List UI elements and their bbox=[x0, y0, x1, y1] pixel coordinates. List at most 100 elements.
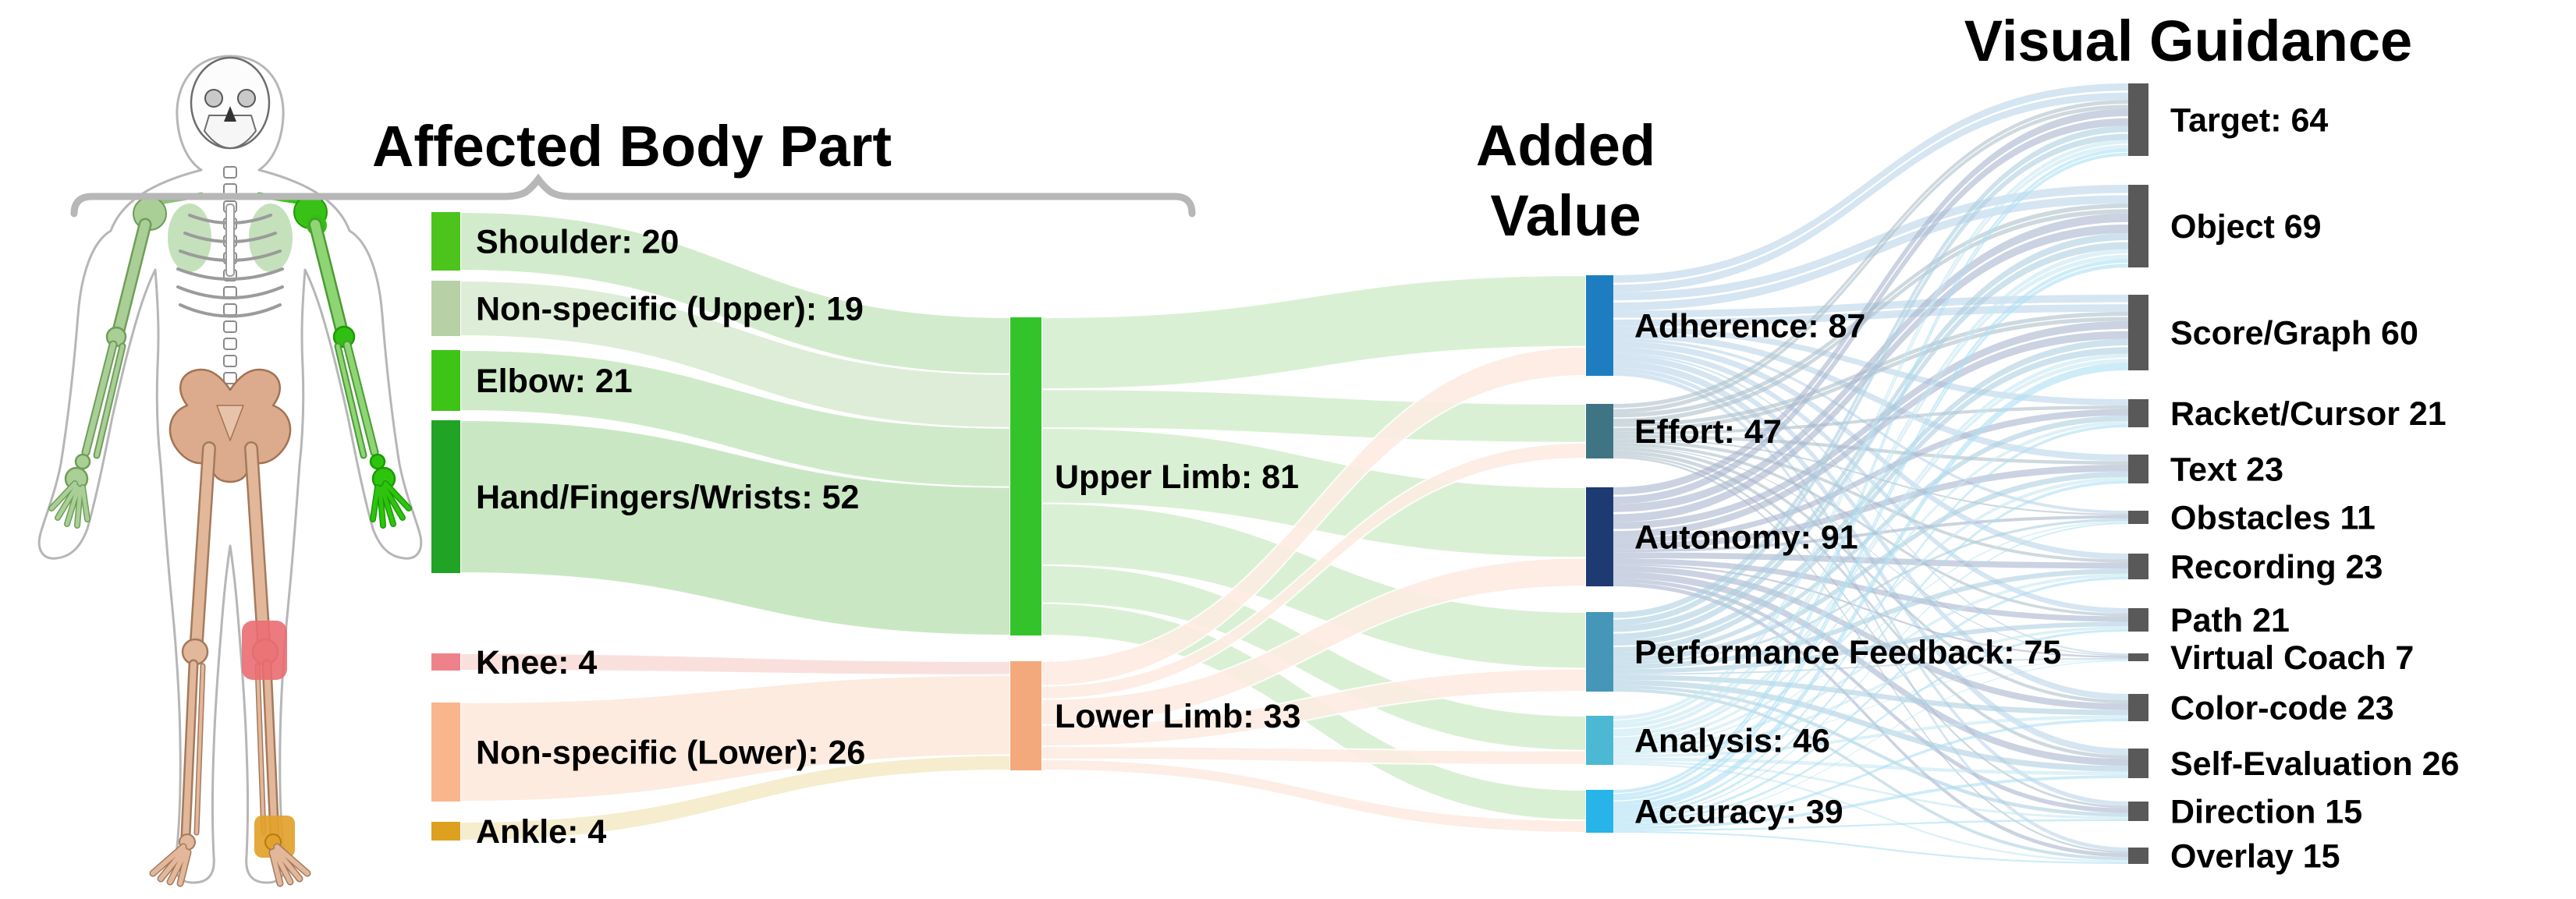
flow-effort-to-color_code bbox=[1613, 447, 2128, 704]
node-text-label: Text 23 bbox=[2170, 451, 2283, 489]
node-autonomy-bar bbox=[1586, 487, 1613, 586]
right-arm-bones bbox=[308, 218, 412, 529]
flow-accuracy-to-color_code bbox=[1613, 718, 2128, 826]
flow-analysis-to-path bbox=[1613, 626, 2128, 754]
flow-accuracy-to-direction bbox=[1613, 819, 2128, 831]
flow-adherence-to-text bbox=[1613, 332, 2128, 462]
chest-tint-left bbox=[168, 204, 211, 272]
node-text-bar bbox=[2128, 455, 2148, 483]
flow-accuracy-to-object bbox=[1613, 259, 2128, 801]
flow-autonomy-to-color_code bbox=[1613, 565, 2128, 710]
node-analysis-label: Analysis: 46 bbox=[1634, 723, 1830, 760]
flow-perf_feedback-to-direction bbox=[1613, 685, 2128, 817]
node-racket_cursor-label: Racket/Cursor 21 bbox=[2170, 395, 2446, 433]
node-ns_lower-label: Non-specific (Lower): 26 bbox=[476, 734, 865, 772]
flow-accuracy-to-target bbox=[1613, 152, 2128, 798]
flow-effort-to-target bbox=[1613, 100, 2128, 409]
flow-analysis-to-racket_cursor bbox=[1613, 421, 2128, 744]
flow-accuracy-to-virtual_coach bbox=[1613, 660, 2128, 824]
node-virtual_coach-bar bbox=[2128, 653, 2148, 661]
flow-perf_feedback-to-virtual_coach bbox=[1613, 657, 2128, 675]
node-analysis-bar bbox=[1586, 716, 1613, 765]
sacrum bbox=[216, 405, 244, 441]
flow-analysis-to-target bbox=[1613, 140, 2128, 720]
flows-limb-to-value bbox=[1041, 274, 1587, 834]
flow-accuracy-to-racket_cursor bbox=[1613, 424, 2128, 815]
node-object-label: Object 69 bbox=[2170, 208, 2322, 246]
flow-accuracy-to-object bbox=[1613, 264, 2128, 805]
node-score_graph-label: Score/Graph 60 bbox=[2170, 315, 2418, 352]
flow-autonomy-to-text bbox=[1613, 464, 2128, 550]
flow-autonomy-to-object bbox=[1613, 213, 2128, 512]
flow-accuracy-to-overlay bbox=[1613, 830, 2128, 864]
title-visual-guidance: Visual Guidance bbox=[1964, 9, 2412, 73]
node-recording-label: Recording 23 bbox=[2170, 549, 2383, 586]
flow-accuracy-to-self_evaluation bbox=[1613, 775, 2128, 830]
flow-analysis-to-obstacles bbox=[1613, 521, 2128, 749]
node-elbow-bar bbox=[431, 350, 460, 411]
flows-value-to-guidance bbox=[1613, 83, 2128, 864]
node-color_code-bar bbox=[2128, 694, 2148, 721]
node-recording-bar bbox=[2128, 554, 2148, 579]
chest-tint-right bbox=[249, 204, 293, 272]
node-hand-bar bbox=[431, 420, 460, 573]
flow-adherence-to-color_code bbox=[1613, 355, 2128, 700]
flow-perf_feedback-to-racket_cursor bbox=[1613, 416, 2128, 657]
flow-analysis-to-direction bbox=[1613, 761, 2128, 819]
node-adherence-label: Adherence: 87 bbox=[1634, 308, 1865, 345]
node-lower_limb-bar bbox=[1010, 661, 1041, 770]
flow-effort-to-text bbox=[1613, 434, 2128, 465]
node-obstacles-label: Obstacles 11 bbox=[2170, 500, 2376, 537]
flow-effort-to-self_evaluation bbox=[1613, 450, 2128, 759]
title-added-value-line1: Added bbox=[1476, 113, 1655, 178]
node-knee-bar bbox=[431, 653, 460, 671]
skeleton-figure bbox=[37, 55, 423, 887]
flow-adherence-to-target bbox=[1613, 83, 2128, 283]
flow-perf_feedback-to-score_graph bbox=[1613, 347, 2128, 653]
sternum bbox=[225, 204, 235, 277]
node-hand-label: Hand/Fingers/Wrists: 52 bbox=[476, 479, 859, 516]
node-ns_upper-bar bbox=[431, 281, 460, 336]
jaw bbox=[204, 115, 257, 149]
flow-effort-to-object bbox=[1613, 209, 2128, 423]
flow-analysis-to-color_code bbox=[1613, 715, 2128, 758]
flow-autonomy-to-score_graph bbox=[1613, 320, 2128, 529]
flow-accuracy-to-score_graph bbox=[1613, 363, 2128, 812]
flow-accuracy-to-recording bbox=[1613, 576, 2128, 821]
flow-analysis-to-object bbox=[1613, 249, 2128, 728]
title-affected-body-part: Affected Body Part bbox=[372, 114, 892, 179]
node-effort-label: Effort: 47 bbox=[1634, 413, 1782, 451]
node-self_evaluation-label: Self-Evaluation 26 bbox=[2170, 745, 2459, 783]
flow-effort-to-target bbox=[1613, 104, 2128, 413]
eye-socket-right bbox=[237, 89, 256, 108]
flow-adherence-to-object bbox=[1613, 185, 2128, 301]
flow-perf_feedback-to-overlay bbox=[1613, 688, 2128, 861]
flow-accuracy-to-obstacles bbox=[1613, 522, 2128, 819]
flows-bodypart-to-limb bbox=[459, 211, 1011, 842]
node-effort-bar bbox=[1586, 404, 1613, 458]
flow-accuracy-to-target bbox=[1613, 148, 2128, 794]
flow-perf_feedback-to-obstacles bbox=[1613, 518, 2128, 664]
node-perf_feedback-bar bbox=[1586, 612, 1613, 692]
flow-autonomy-to-target bbox=[1613, 108, 2128, 495]
left-leg-bones bbox=[149, 441, 216, 887]
flow-autonomy-to-recording bbox=[1613, 552, 2128, 569]
node-color_code-label: Color-code 23 bbox=[2170, 690, 2394, 727]
node-overlay-label: Overlay 15 bbox=[2170, 838, 2340, 876]
node-target-label: Target: 64 bbox=[2170, 102, 2328, 140]
flow-effort-to-direction bbox=[1613, 454, 2128, 809]
flow-effort-to-racket_cursor bbox=[1613, 405, 2128, 435]
node-target-bar bbox=[2128, 83, 2148, 156]
flow-analysis-to-text bbox=[1613, 476, 2128, 747]
node-lower_limb-label: Lower Limb: 33 bbox=[1055, 698, 1300, 735]
flow-analysis-to-target bbox=[1613, 144, 2128, 724]
node-upper_limb-label: Upper Limb: 81 bbox=[1055, 458, 1299, 496]
node-ns_upper-label: Non-specific (Upper): 19 bbox=[476, 291, 864, 328]
flow-perf_feedback-to-object bbox=[1613, 232, 2128, 632]
eye-socket-left bbox=[204, 89, 223, 108]
flow-adherence-to-target bbox=[1613, 92, 2128, 292]
node-ankle-bar bbox=[431, 822, 460, 841]
node-perf_feedback-label: Performance Feedback: 75 bbox=[1634, 634, 2061, 671]
flow-accuracy-to-path bbox=[1613, 628, 2128, 823]
